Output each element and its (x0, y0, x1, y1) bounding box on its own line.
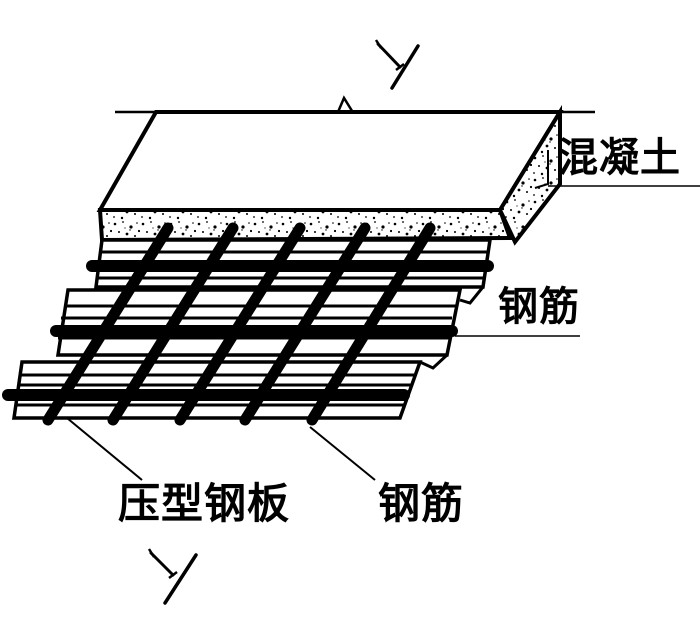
leader-rebar-bottom (309, 426, 376, 481)
leader-concrete (534, 150, 549, 189)
section-mark-top (374, 39, 420, 90)
label-rebar-right: 钢筋 (498, 283, 580, 330)
label-steel-deck: 压型钢板 (118, 479, 291, 528)
rebar-mesh (2, 222, 494, 426)
leader-lines (66, 150, 700, 481)
section-mark-bottom (147, 548, 198, 605)
leader-steel-deck (66, 417, 143, 481)
label-concrete: 混凝土 (558, 134, 681, 181)
label-rebar-bottom: 钢筋 (378, 479, 465, 528)
concrete-slab (96, 104, 564, 246)
